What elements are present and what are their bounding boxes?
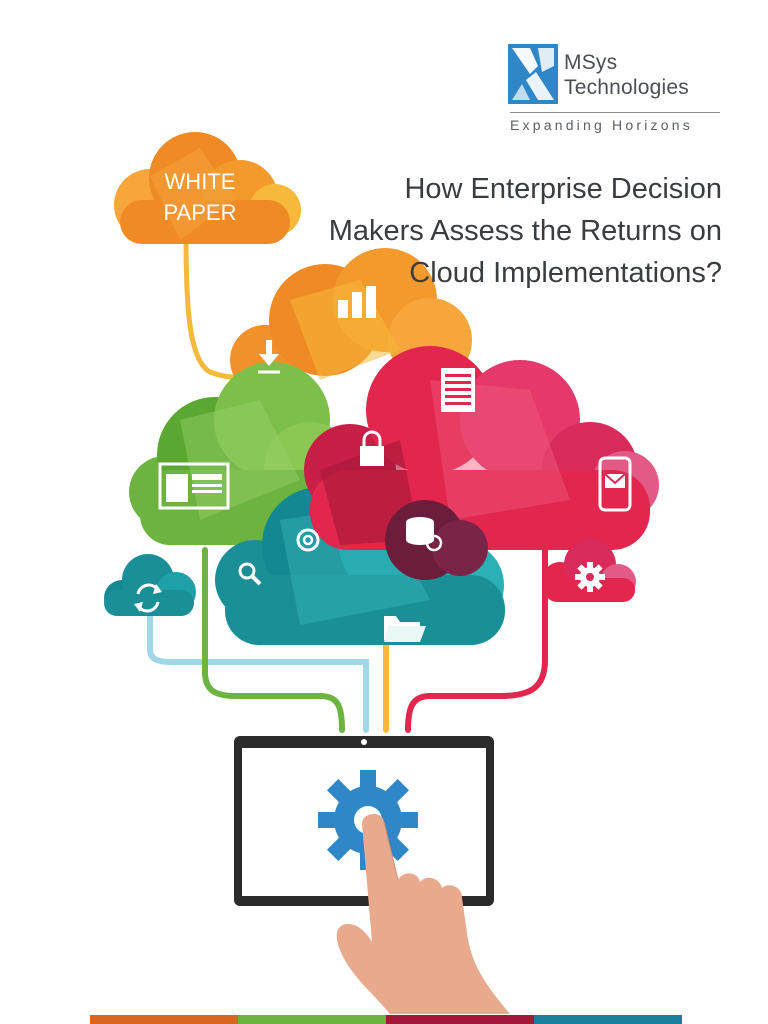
at-sign-icon	[296, 528, 320, 552]
red-cloud	[304, 346, 659, 550]
title-line1: How Enterprise Decision	[404, 173, 722, 205]
logo-name-line2: Technologies	[564, 76, 689, 99]
folder-icon	[384, 616, 426, 642]
bottom-bar-maroon	[386, 1015, 534, 1024]
title-line3: Cloud Implementations?	[409, 257, 722, 289]
bottom-color-bar	[90, 1015, 682, 1024]
bottom-bar-green	[238, 1015, 386, 1024]
bottom-bar-orange	[90, 1015, 238, 1024]
lock-icon	[360, 430, 384, 466]
mobile-mail-icon	[598, 456, 632, 512]
badge-line1: WHITE	[164, 169, 236, 194]
bar-chart-icon	[338, 286, 376, 318]
document-icon	[441, 368, 475, 412]
document-title: How Enterprise Decision Makers Assess th…	[282, 168, 722, 294]
logo-tagline: Expanding Horizons	[510, 117, 693, 133]
settings-gear-icon	[575, 562, 605, 592]
logo-wordmark: MSys Technologies	[564, 50, 689, 100]
bottom-bar-teal	[534, 1015, 682, 1024]
connector-line-red	[405, 545, 548, 733]
database-sync-icon	[406, 517, 443, 552]
refresh-icon	[134, 583, 162, 613]
white-paper-badge: WHITE PAPER	[140, 166, 260, 228]
company-logo: MSys Technologies Expanding Horizons	[508, 44, 724, 138]
badge-line2: PAPER	[163, 200, 237, 225]
connector-line-green	[202, 547, 345, 733]
download-icon	[258, 340, 280, 374]
small-teal-cloud	[104, 554, 196, 616]
browser-window-icon	[158, 462, 230, 510]
hand-pointer-icon	[336, 813, 510, 1014]
title-line2: Makers Assess the Returns on	[328, 215, 722, 247]
white-paper-cloud	[114, 132, 301, 244]
connector-line-light-blue	[147, 605, 369, 733]
logo-divider	[510, 112, 720, 113]
msys-logo-mark-icon	[508, 44, 558, 104]
search-icon	[238, 562, 262, 586]
logo-name-line1: MSys	[564, 51, 618, 74]
